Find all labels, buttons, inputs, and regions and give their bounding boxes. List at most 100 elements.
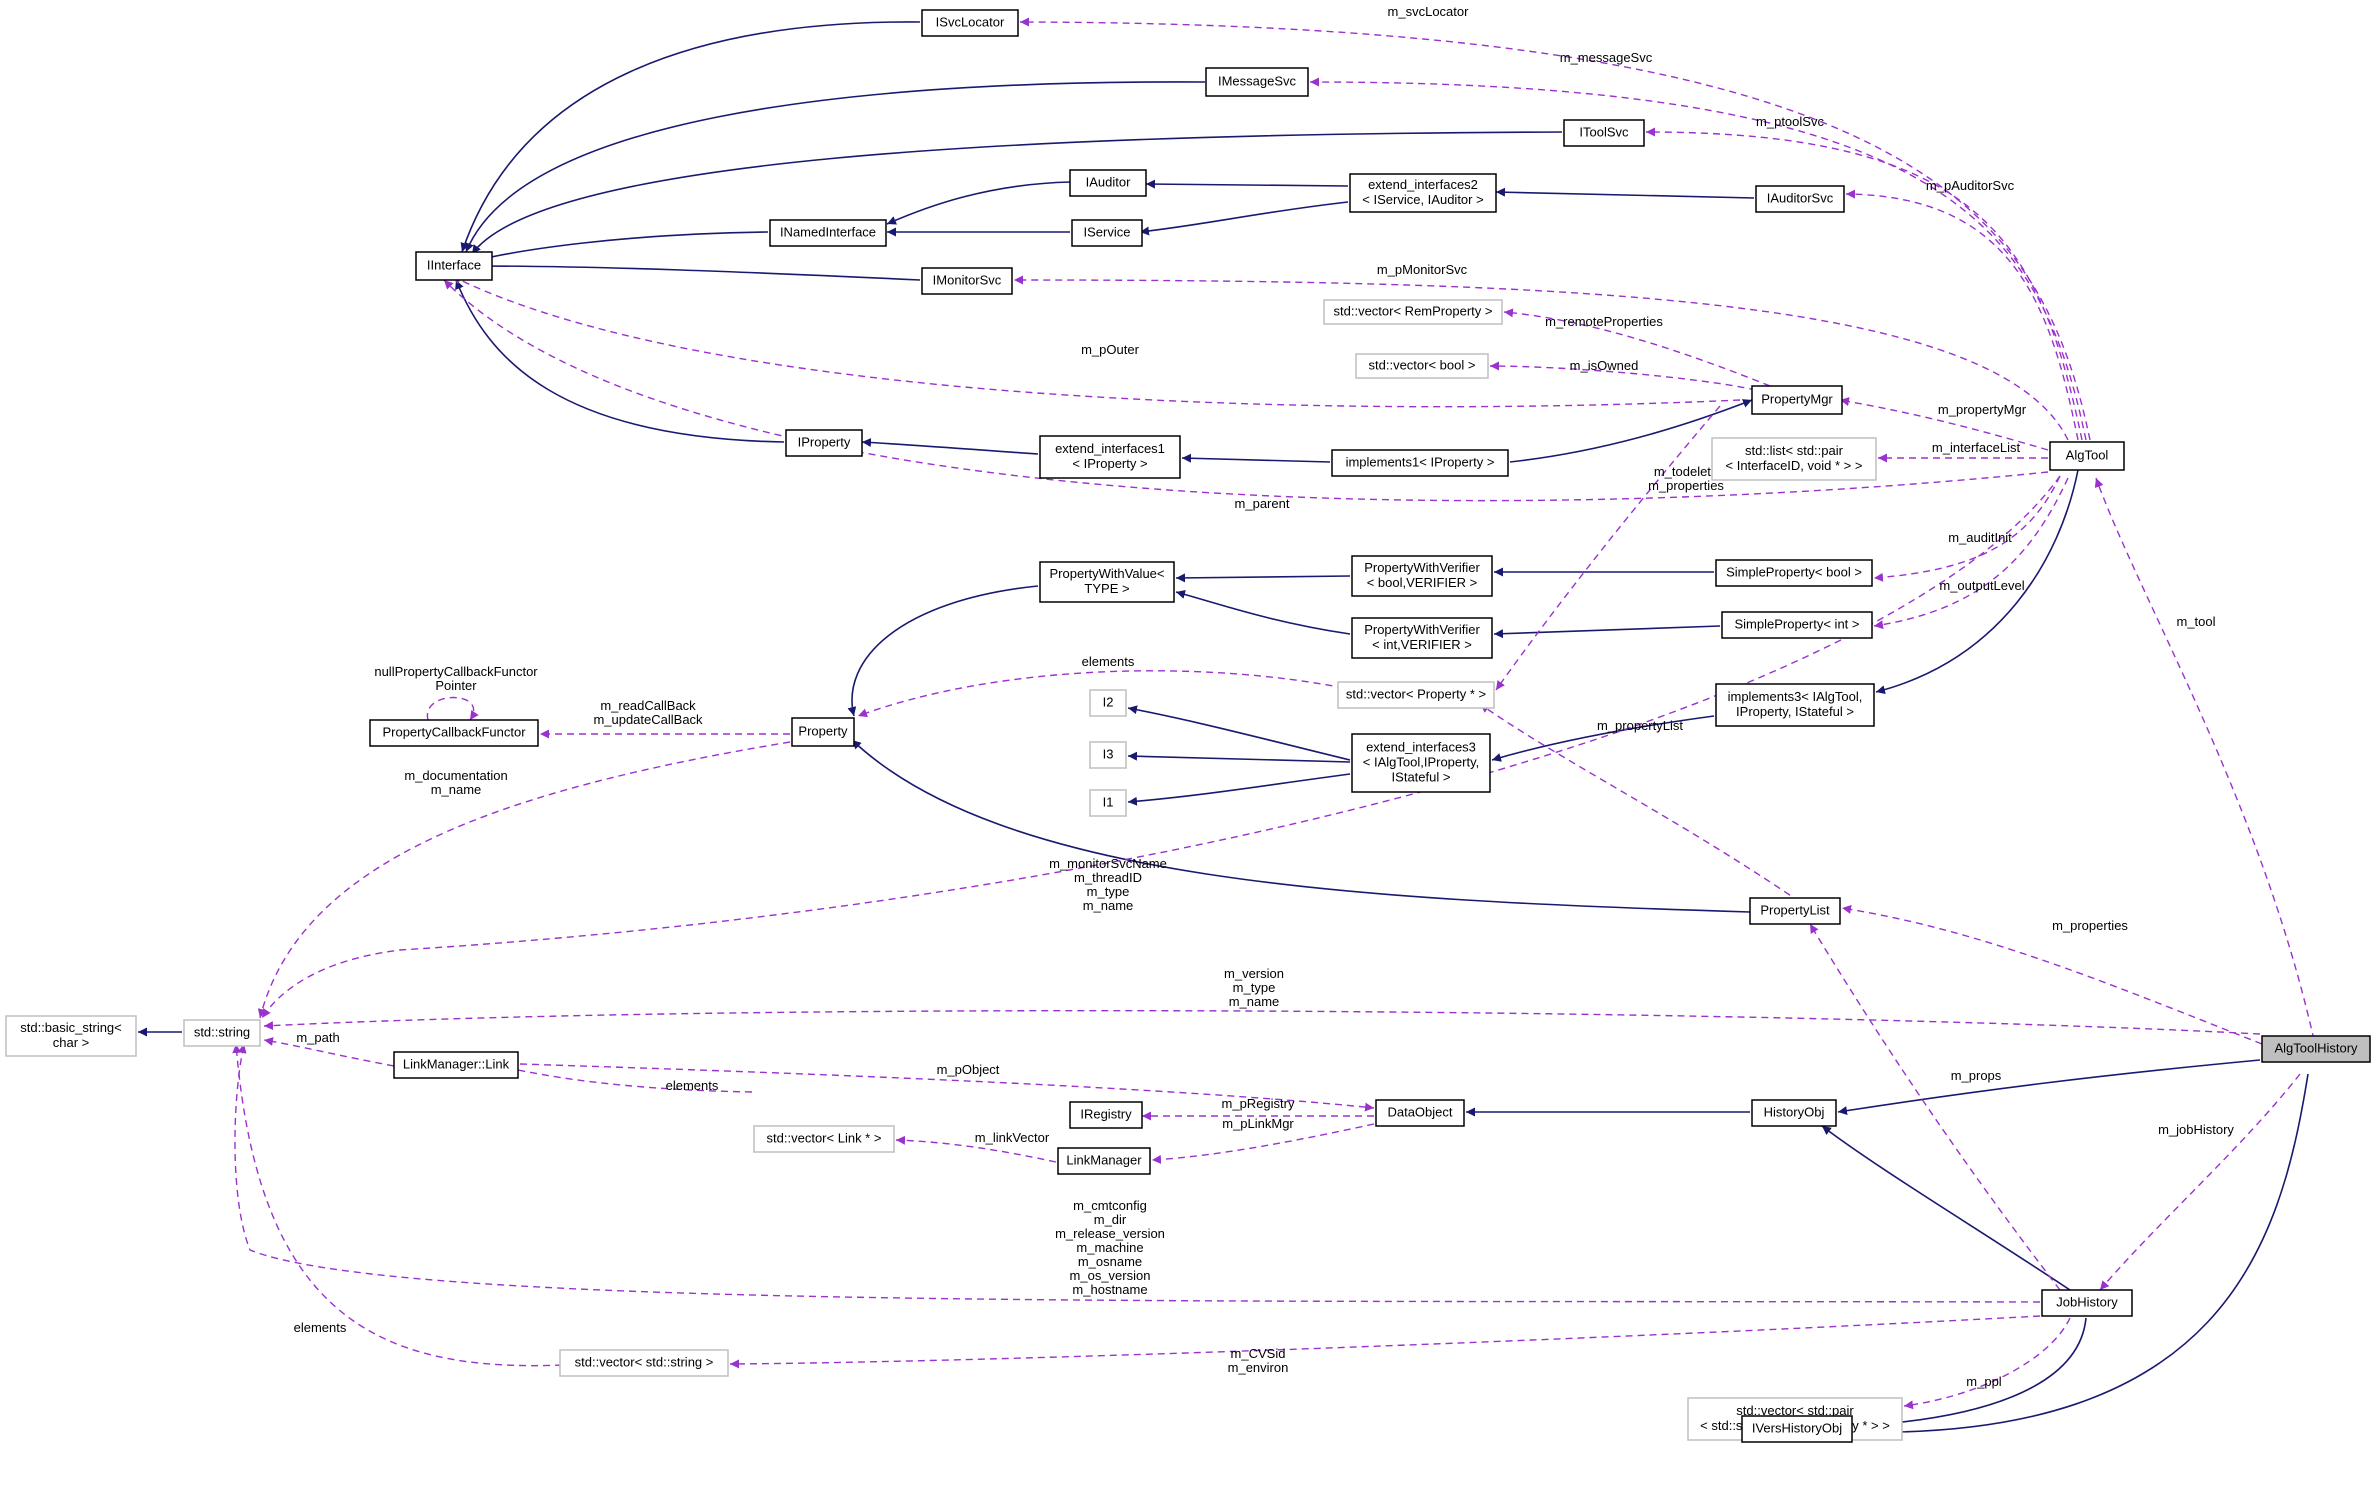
edge-imessagesvc-iinterface [465, 81, 1206, 253]
edge-label-line: nullPropertyCallbackFunctor [374, 664, 538, 679]
node-string[interactable]: std::string [183, 1019, 261, 1047]
node-label: std::basic_string< [20, 1020, 122, 1035]
node-label: IRegistry [1080, 1107, 1132, 1122]
node-label: PropertyWithVerifier [1364, 622, 1480, 637]
node-label: ISvcLocator [936, 15, 1005, 30]
use-algtoolhistory-propertylist [1841, 904, 2263, 1045]
node-imonitorsvc[interactable]: IMonitorSvc [921, 267, 1013, 295]
node-box [369, 719, 539, 747]
node-extend-interfaces2[interactable]: extend_interfaces2< IService, IAuditor > [1349, 173, 1497, 213]
edge-imonitorsvc-iinterface [475, 261, 921, 281]
edge-label-line: m_auditInit [1948, 530, 2012, 545]
node-box [1089, 789, 1127, 817]
edge-label-line: m_parent [1235, 496, 1290, 511]
node-pwv-int[interactable]: PropertyWithVerifier< int,VERIFIER > [1351, 617, 1493, 659]
use-link-string [263, 1037, 395, 1067]
node-propertymgr[interactable]: PropertyMgr [1751, 385, 1843, 415]
use-propertylist-vproperty [1479, 703, 1801, 903]
node-property[interactable]: Property [791, 717, 855, 747]
edge-label-line: elements [294, 1320, 347, 1335]
edge-label-pregistry: m_pRegistry [1222, 1096, 1295, 1111]
node-vector-link[interactable]: std::vector< Link * > [753, 1125, 895, 1153]
node-propertylist[interactable]: PropertyList [1749, 897, 1841, 925]
node-iservice[interactable]: IService [1071, 219, 1143, 247]
node-label: < int,VERIFIER > [1372, 637, 1472, 652]
edge-label-interfacelist: m_interfaceList [1932, 440, 2021, 455]
node-box [1751, 385, 1843, 415]
node-implements1[interactable]: implements1< IProperty > [1331, 449, 1509, 477]
use-algtool-spbool [1873, 475, 2061, 582]
edge-label-line: m_todelete [1654, 464, 1718, 479]
node-inamedinterface[interactable]: INamedInterface [769, 219, 887, 247]
node-i2[interactable]: I2 [1089, 689, 1127, 717]
node-label: AlgTool [2066, 448, 2109, 463]
node-vector-remproperty[interactable]: std::vector< RemProperty > [1323, 299, 1503, 325]
node-iauditor[interactable]: IAuditor [1069, 169, 1147, 197]
use-algtoolhistory-string [263, 1009, 2261, 1035]
node-label: IAuditorSvc [1767, 191, 1834, 206]
node-historyobj[interactable]: HistoryObj [1751, 1099, 1837, 1127]
node-i3[interactable]: I3 [1089, 741, 1127, 769]
node-algtool[interactable]: AlgTool [2049, 441, 2125, 471]
edge-algtool-impl3 [1875, 469, 2079, 695]
use-algtool-imessagesvc [1309, 77, 2087, 441]
node-box [1337, 681, 1495, 709]
edge-label-parent: m_parent [1235, 496, 1290, 511]
node-dataobject[interactable]: DataObject [1375, 1099, 1465, 1127]
node-imessagesvc[interactable]: IMessageSvc [1205, 67, 1309, 97]
use-propertymgr-vproperty [1495, 405, 1721, 691]
node-iregistry[interactable]: IRegistry [1069, 1101, 1143, 1129]
edge-propertylist-property [851, 739, 1751, 913]
node-label: HistoryObj [1764, 1105, 1825, 1120]
node-pwv-bool[interactable]: PropertyWithVerifier< bool,VERIFIER > [1351, 555, 1493, 597]
node-box [753, 1125, 895, 1153]
node-iauditorsvc[interactable]: IAuditorSvc [1755, 185, 1845, 213]
node-vector-bool[interactable]: std::vector< bool > [1355, 353, 1489, 379]
edge-label-line: m_type [1087, 884, 1130, 899]
node-label: extend_interfaces2 [1368, 177, 1478, 192]
node-label: INamedInterface [780, 225, 876, 240]
edge-label-line: m_osname [1078, 1254, 1142, 1269]
node-linkmanager-link[interactable]: LinkManager::Link [393, 1051, 519, 1079]
edge-label-line: m_readCallBack [600, 698, 696, 713]
edge-ext2-iservice [1139, 201, 1349, 236]
node-box [1057, 1147, 1151, 1175]
use-vlink-link [499, 1063, 753, 1093]
node-label: IAuditor [1086, 175, 1131, 190]
node-list-pair[interactable]: std::list< std::pair< InterfaceID, void … [1711, 437, 1877, 481]
node-implements3[interactable]: implements3< IAlgTool,IProperty, IStatef… [1715, 683, 1875, 727]
node-extend-interfaces3[interactable]: extend_interfaces3< IAlgTool,IProperty,I… [1351, 733, 1491, 793]
edge-ext2-iauditor [1145, 179, 1349, 189]
node-vector-string[interactable]: std::vector< std::string > [559, 1349, 729, 1377]
edge-label-lelements: elements [666, 1078, 719, 1093]
node-simpleproperty-int[interactable]: SimpleProperty< int > [1721, 611, 1873, 639]
node-extend-interfaces1[interactable]: extend_interfaces1< IProperty > [1039, 435, 1181, 479]
edge-label-jobhistory: m_jobHistory [2158, 1122, 2234, 1137]
node-iproperty[interactable]: IProperty [785, 429, 863, 457]
node-i1[interactable]: I1 [1089, 789, 1127, 817]
node-jobhistory[interactable]: JobHistory [2041, 1289, 2133, 1317]
node-algtoolhistory[interactable]: AlgToolHistory [2261, 1035, 2371, 1063]
node-basic-string[interactable]: std::basic_string<char > [5, 1015, 137, 1057]
node-isvclocator[interactable]: ISvcLocator [921, 9, 1019, 37]
use-vstring-string [232, 1043, 611, 1367]
edge-label-line: m_propertyList [1597, 718, 1683, 733]
node-ivershistoryobj[interactable]: IVersHistoryObj [1741, 1415, 1853, 1443]
node-simpleproperty-bool[interactable]: SimpleProperty< bool > [1715, 559, 1873, 587]
node-propertywithvalue[interactable]: PropertyWithValue<TYPE > [1039, 561, 1175, 603]
edge-label-line: m_pRegistry [1222, 1096, 1295, 1111]
node-vector-property[interactable]: std::vector< Property * > [1337, 681, 1495, 709]
edge-label-pmonitorsvc: m_pMonitorSvc [1377, 262, 1468, 277]
edge-label-pelements: elements [1082, 654, 1135, 669]
edge-iauditor-inamedinterface [886, 181, 1071, 225]
node-itoolsvc[interactable]: IToolSvc [1563, 119, 1645, 147]
edge-itoolsvc-iinterface [471, 131, 1563, 255]
node-box [1071, 219, 1143, 247]
node-linkmanager[interactable]: LinkManager [1057, 1147, 1151, 1175]
node-propertycallbackfunctor[interactable]: PropertyCallbackFunctor [369, 719, 539, 747]
node-iinterface[interactable]: IInterface [415, 251, 493, 281]
edge-label-line: m_properties [1648, 478, 1724, 493]
node-box [1039, 435, 1181, 479]
